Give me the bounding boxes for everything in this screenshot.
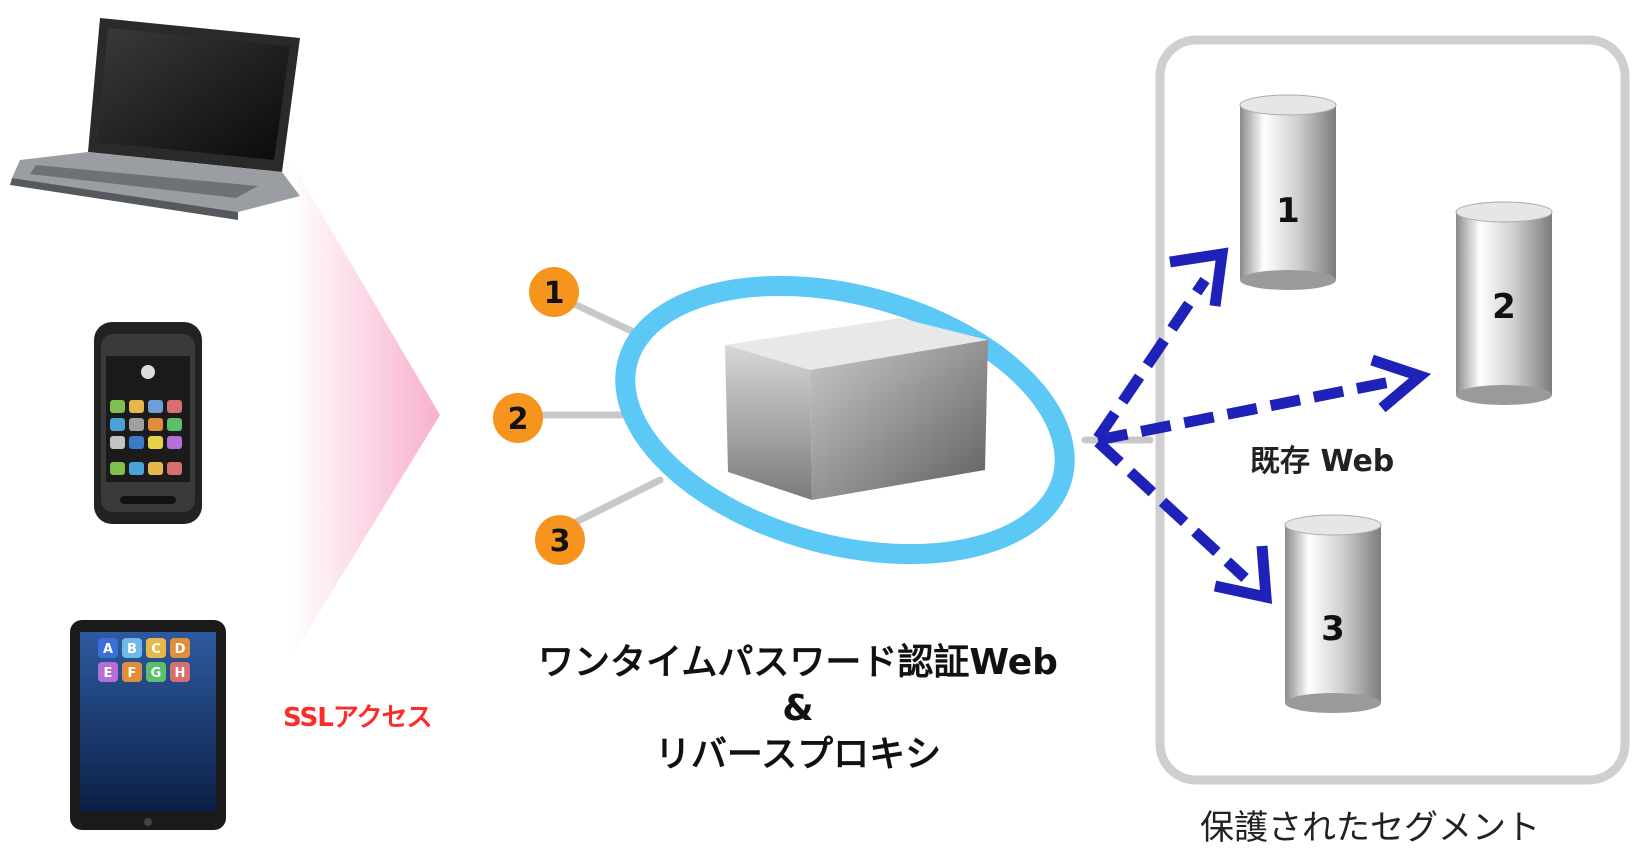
arrowhead-server-3 [1213, 545, 1273, 604]
port-badge-3: 3 [535, 515, 585, 565]
arrow-to-server-3 [1094, 437, 1249, 583]
tablet-app-icons: A B C D E F G H [98, 638, 190, 682]
arrowhead-server-2 [1370, 354, 1432, 413]
port-number: 1 [544, 276, 565, 311]
tablet-app-letter: E [104, 666, 113, 681]
tablet-app-letter: A [103, 642, 113, 657]
server-number: 2 [1492, 287, 1516, 327]
tablet-app-letter: C [151, 642, 161, 657]
server-number: 1 [1276, 191, 1300, 231]
arrowhead-server-1 [1169, 247, 1229, 307]
tablet-app-letter: F [128, 666, 137, 681]
proxy-label-line1: ワンタイムパスワード認証Web [538, 642, 1058, 683]
backend-server-3: 3 [1284, 514, 1382, 713]
port-number: 2 [508, 402, 529, 437]
proxy-label: ワンタイムパスワード認証Web & リバースプロキシ [518, 640, 1078, 778]
smartphone-icon [94, 322, 202, 524]
proxy-label-line2: & [782, 688, 814, 729]
laptop-icon [10, 18, 300, 220]
proxy-arrows [1093, 247, 1432, 604]
arrow-to-server-2 [1096, 374, 1402, 446]
ssl-access-label: SSLアクセス [283, 703, 433, 733]
port-badge-2: 2 [493, 393, 543, 443]
port-number: 3 [550, 524, 571, 559]
arrow-to-server-1 [1093, 276, 1210, 442]
tablet-app-letter: G [151, 666, 162, 681]
tablet-app-letter: B [127, 642, 137, 657]
proxy-label-line3: リバースプロキシ [654, 734, 942, 775]
backend-server-1: 1 [1239, 94, 1337, 290]
backend-server-2: 2 [1455, 201, 1553, 405]
ssl-funnel [290, 160, 440, 660]
port-badge-1: 1 [529, 267, 579, 317]
proxy-server-cube [725, 318, 988, 500]
protected-segment-label: 保護されたセグメント [1200, 808, 1540, 848]
existing-web-label: 既存 Web [1250, 444, 1395, 479]
tablet-app-letter: H [175, 666, 186, 681]
server-number: 3 [1321, 609, 1345, 649]
tablet-app-letter: D [175, 642, 186, 657]
protected-segment-box [1155, 35, 1630, 785]
proxy-ring [615, 275, 1075, 565]
